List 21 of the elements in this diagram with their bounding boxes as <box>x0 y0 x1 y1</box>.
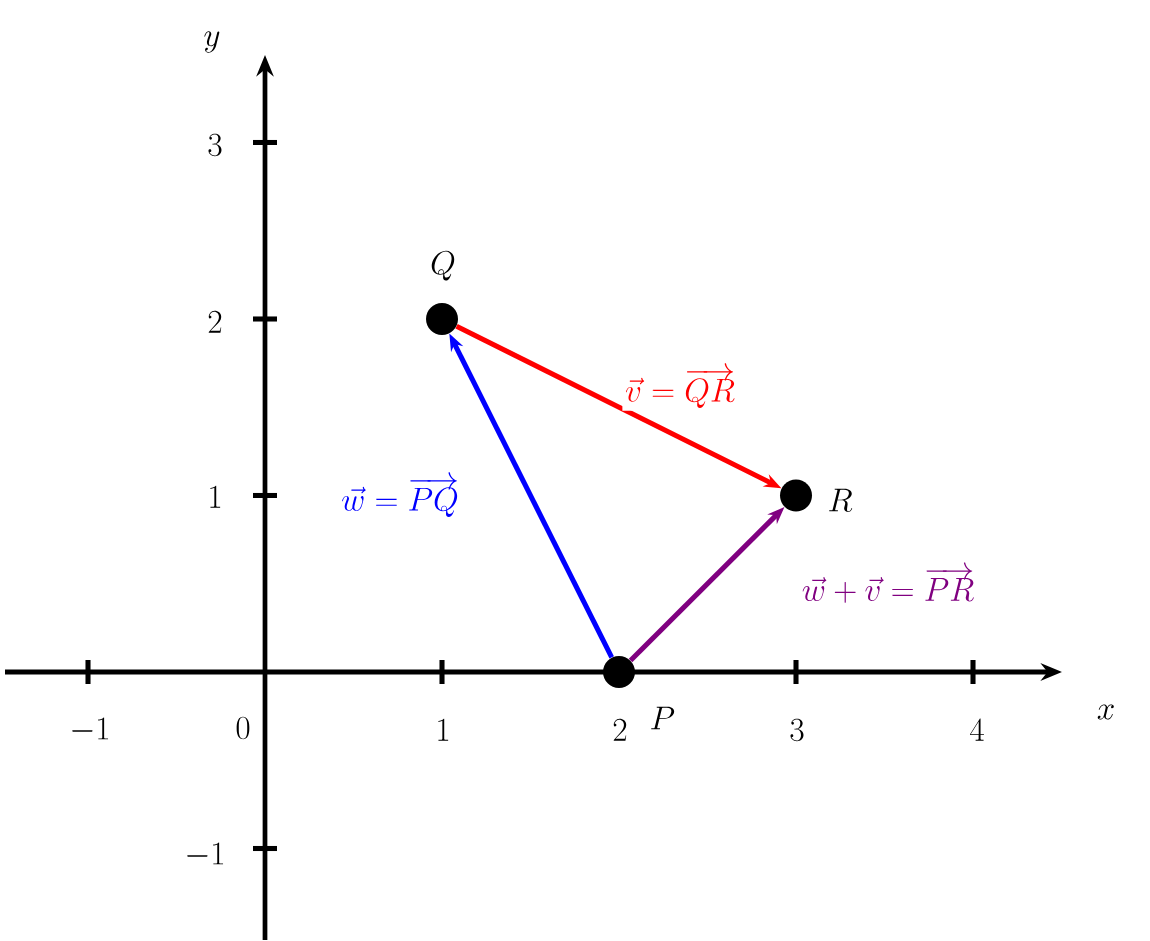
tick-label: $0$ <box>236 716 250 740</box>
axis-label: $x$ <box>1097 704 1114 720</box>
tick-label: $2$ <box>208 310 222 333</box>
tick-label: $1$ <box>438 718 449 741</box>
edge-label: $\vec{v} = \overrightarrow{QR}$ <box>622 363 738 411</box>
tick-label: $-1$ <box>72 717 109 740</box>
point-label: $P$ <box>651 706 675 730</box>
point-dot <box>426 303 458 335</box>
point-dot <box>603 656 635 688</box>
point-label: $R$ <box>829 488 853 512</box>
edge-label: $\vec{w} = \overrightarrow{PQ}$ <box>338 472 462 520</box>
tick-label: $-1$ <box>187 842 224 865</box>
edge-label: $\vec{w} + \vec{v} = \overrightarrow{PR}$ <box>799 562 977 606</box>
tick-label: $3$ <box>208 133 222 157</box>
tick-label: $3$ <box>790 718 804 742</box>
point-dot <box>780 479 812 512</box>
point-label: $Q$ <box>431 250 455 281</box>
axis-label: $y$ <box>204 31 220 53</box>
tick-label: $2$ <box>613 718 627 741</box>
tick-label: $1$ <box>210 485 221 508</box>
tick-label: $4$ <box>970 718 984 741</box>
